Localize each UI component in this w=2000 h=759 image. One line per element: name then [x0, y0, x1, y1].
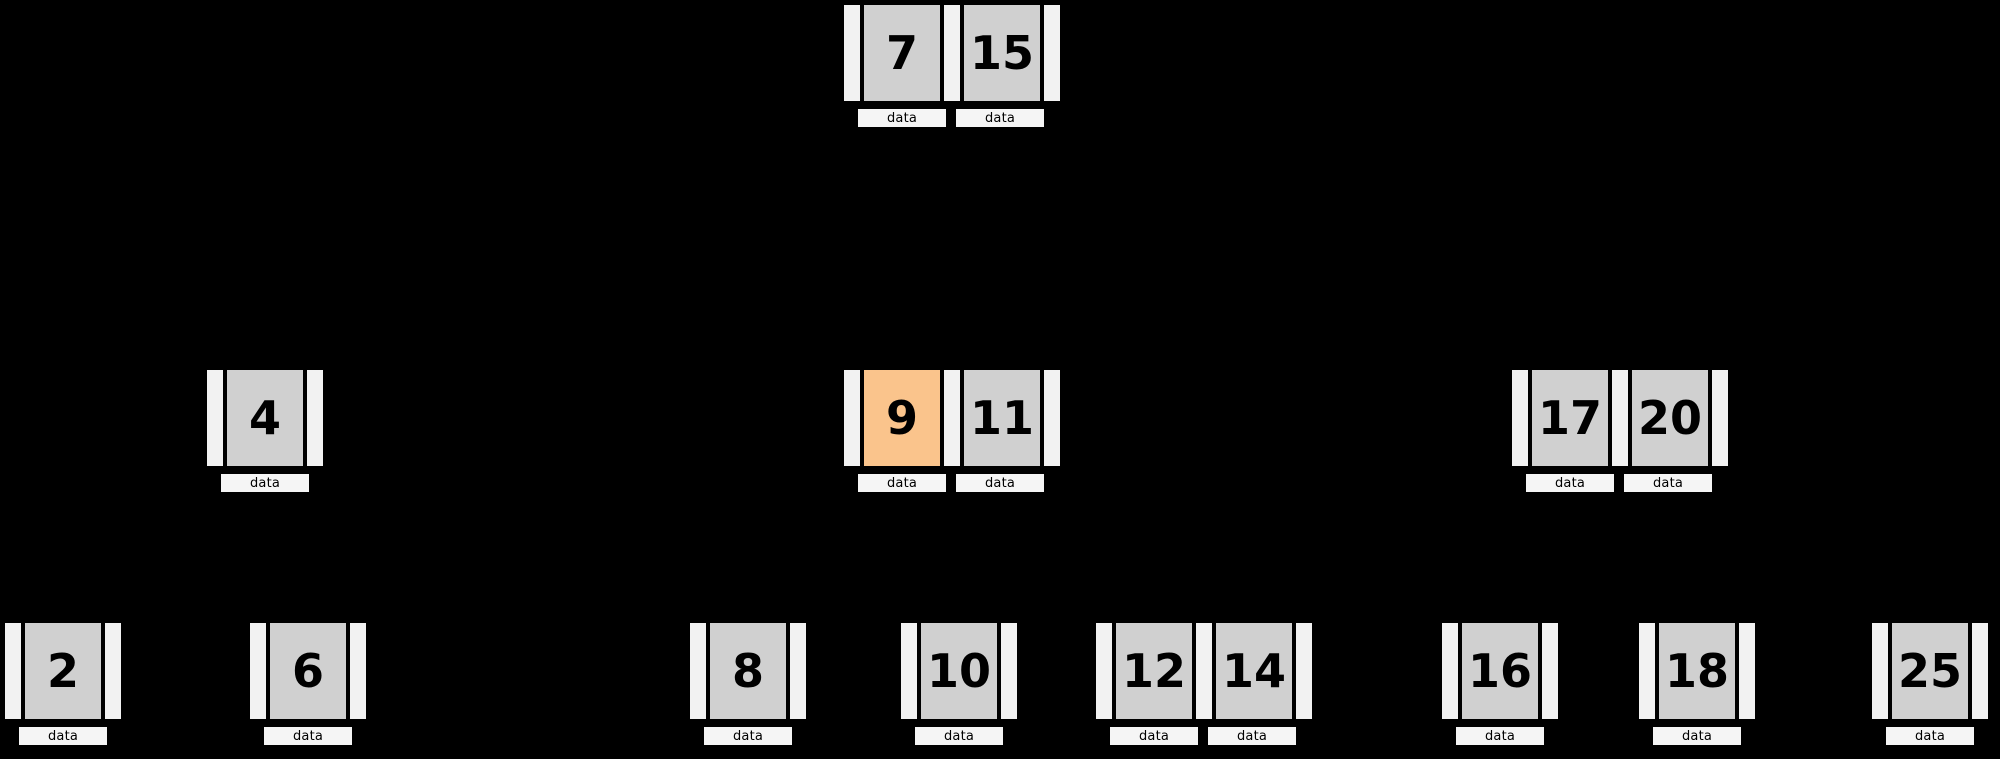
data-label-20: data: [1622, 472, 1714, 494]
node-data-labels: data data: [842, 103, 1062, 129]
data-label-9: data: [856, 472, 948, 494]
node-data-labels: data: [1440, 721, 1560, 747]
key-cell-9[interactable]: 9: [862, 368, 942, 468]
node-cells: 8: [688, 621, 808, 721]
child-pointer-leaf-6-tail[interactable]: [348, 621, 368, 721]
node-cells: 16: [1440, 621, 1560, 721]
key-cell-25[interactable]: 25: [1890, 621, 1970, 721]
node-data-labels: data: [248, 721, 368, 747]
node-cells: 25: [1870, 621, 1990, 721]
child-pointer-leaf-16-tail[interactable]: [1540, 621, 1560, 721]
data-label-17: data: [1524, 472, 1616, 494]
child-pointer-leaf-2-0[interactable]: [3, 621, 23, 721]
child-pointer-leaf-12-14-0[interactable]: [1094, 621, 1114, 721]
node-data-labels: data data: [842, 468, 1062, 494]
node-data-labels: data: [3, 721, 123, 747]
node-data-labels: data: [205, 468, 325, 494]
btree-node-leaf-8[interactable]: 8 data: [688, 621, 808, 747]
data-label-7: data: [856, 107, 948, 129]
child-pointer-internal-middle-1[interactable]: [942, 368, 962, 468]
child-pointer-leaf-8-tail[interactable]: [788, 621, 808, 721]
key-cell-12[interactable]: 12: [1114, 621, 1194, 721]
data-label-16: data: [1454, 725, 1546, 747]
key-cell-7[interactable]: 7: [862, 3, 942, 103]
btree-node-leaf-2[interactable]: 2 data: [3, 621, 123, 747]
child-pointer-leaf-2-tail[interactable]: [103, 621, 123, 721]
key-cell-8[interactable]: 8: [708, 621, 788, 721]
btree-node-internal-left[interactable]: 4 data: [205, 368, 325, 494]
data-label-8: data: [702, 725, 794, 747]
key-cell-20[interactable]: 20: [1630, 368, 1710, 468]
key-cell-17[interactable]: 17: [1530, 368, 1610, 468]
child-pointer-leaf-10-0[interactable]: [899, 621, 919, 721]
data-label-18: data: [1651, 725, 1743, 747]
child-pointer-internal-left-0[interactable]: [205, 368, 225, 468]
node-data-labels: data: [688, 721, 808, 747]
child-pointer-internal-right-tail[interactable]: [1710, 368, 1730, 468]
data-label-25: data: [1884, 725, 1976, 747]
key-cell-16[interactable]: 16: [1460, 621, 1540, 721]
node-cells: 18: [1637, 621, 1757, 721]
child-pointer-leaf-25-tail[interactable]: [1970, 621, 1990, 721]
key-cell-6[interactable]: 6: [268, 621, 348, 721]
node-cells: 4: [205, 368, 325, 468]
data-label-14: data: [1206, 725, 1298, 747]
btree-node-leaf-16[interactable]: 16 data: [1440, 621, 1560, 747]
child-pointer-internal-middle-tail[interactable]: [1042, 368, 1062, 468]
node-data-labels: data: [1637, 721, 1757, 747]
child-pointer-internal-right-0[interactable]: [1510, 368, 1530, 468]
data-label-15: data: [954, 107, 1046, 129]
key-cell-10[interactable]: 10: [919, 621, 999, 721]
node-data-labels: data: [899, 721, 1019, 747]
key-cell-11[interactable]: 11: [962, 368, 1042, 468]
node-data-labels: data data: [1510, 468, 1730, 494]
child-pointer-internal-left-tail[interactable]: [305, 368, 325, 468]
child-pointer-internal-right-1[interactable]: [1610, 368, 1630, 468]
child-pointer-leaf-10-tail[interactable]: [999, 621, 1019, 721]
btree-node-leaf-25[interactable]: 25 data: [1870, 621, 1990, 747]
key-cell-18[interactable]: 18: [1657, 621, 1737, 721]
data-label-11: data: [954, 472, 1046, 494]
child-pointer-leaf-25-0[interactable]: [1870, 621, 1890, 721]
key-cell-14[interactable]: 14: [1214, 621, 1294, 721]
child-pointer-leaf-6-0[interactable]: [248, 621, 268, 721]
node-data-labels: data: [1870, 721, 1990, 747]
child-pointer-leaf-18-tail[interactable]: [1737, 621, 1757, 721]
child-pointer-leaf-18-0[interactable]: [1637, 621, 1657, 721]
child-pointer-root-0[interactable]: [842, 3, 862, 103]
data-label-10: data: [913, 725, 1005, 747]
child-pointer-root-1[interactable]: [942, 3, 962, 103]
node-cells: 2: [3, 621, 123, 721]
child-pointer-leaf-12-14-1[interactable]: [1194, 621, 1214, 721]
key-cell-15[interactable]: 15: [962, 3, 1042, 103]
data-label-12: data: [1108, 725, 1200, 747]
child-pointer-leaf-16-0[interactable]: [1440, 621, 1460, 721]
data-label-6: data: [262, 725, 354, 747]
node-cells: 10: [899, 621, 1019, 721]
node-cells: 6: [248, 621, 368, 721]
child-pointer-leaf-12-14-tail[interactable]: [1294, 621, 1314, 721]
btree-node-leaf-10[interactable]: 10 data: [899, 621, 1019, 747]
child-pointer-root-tail[interactable]: [1042, 3, 1062, 103]
child-pointer-internal-middle-0[interactable]: [842, 368, 862, 468]
btree-node-leaf-18[interactable]: 18 data: [1637, 621, 1757, 747]
key-cell-2[interactable]: 2: [23, 621, 103, 721]
data-label-4: data: [219, 472, 311, 494]
key-cell-4[interactable]: 4: [225, 368, 305, 468]
node-data-labels: data data: [1094, 721, 1314, 747]
data-label-2: data: [17, 725, 109, 747]
child-pointer-leaf-8-0[interactable]: [688, 621, 708, 721]
btree-node-leaf-6[interactable]: 6 data: [248, 621, 368, 747]
